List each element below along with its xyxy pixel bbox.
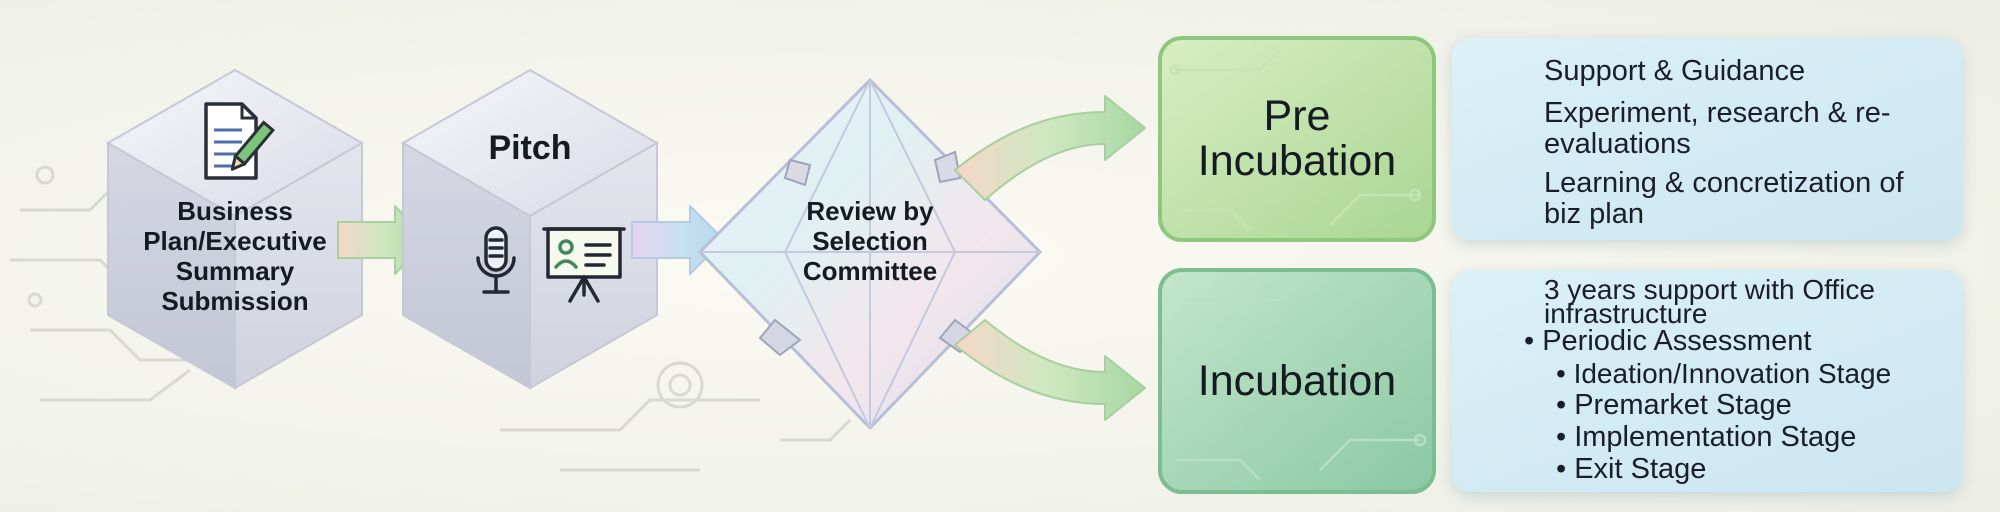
incubation-label: Incubation [1197, 357, 1397, 405]
review-label: Review by Selection Committee [802, 196, 938, 286]
pre-incubation-item: Learning & concretization of biz plan [1544, 167, 1904, 230]
incubation-item: • Exit Stage [1556, 453, 1707, 485]
pre-incubation-item: Experiment, research & re-evaluations [1544, 97, 1891, 160]
pitch-label: Pitch [488, 129, 572, 167]
background-circuit-decoration [10, 165, 852, 472]
pre-incubation-item: Support & Guidance [1544, 55, 1806, 87]
pre-incubation-box [1158, 36, 1436, 242]
arrow-review-to-pre-incubation [954, 95, 1146, 201]
incubation-item: • Premarket Stage [1556, 389, 1792, 421]
pre-incubation-label: Pre Incubation [1197, 92, 1397, 185]
incubation-item: • Implementation Stage [1556, 421, 1857, 453]
submission-label: Business Plan/Executive Summary Submissi… [143, 196, 327, 316]
incubation-panel [1452, 270, 1962, 492]
incubation-box [1158, 268, 1436, 494]
pitch-cube [400, 68, 660, 390]
incubation-item: 3 years support with Office infrastructu… [1544, 274, 1875, 329]
incubation-item: • Ideation/Innovation Stage [1556, 358, 1892, 389]
arrow-review-to-incubation [954, 319, 1146, 421]
incubation-item: • Periodic Assessment [1524, 325, 1812, 357]
presentation-board-icon [542, 227, 626, 303]
document-edit-icon [204, 102, 275, 180]
microphone-icon [476, 226, 516, 294]
pre-incubation-panel [1452, 38, 1962, 240]
